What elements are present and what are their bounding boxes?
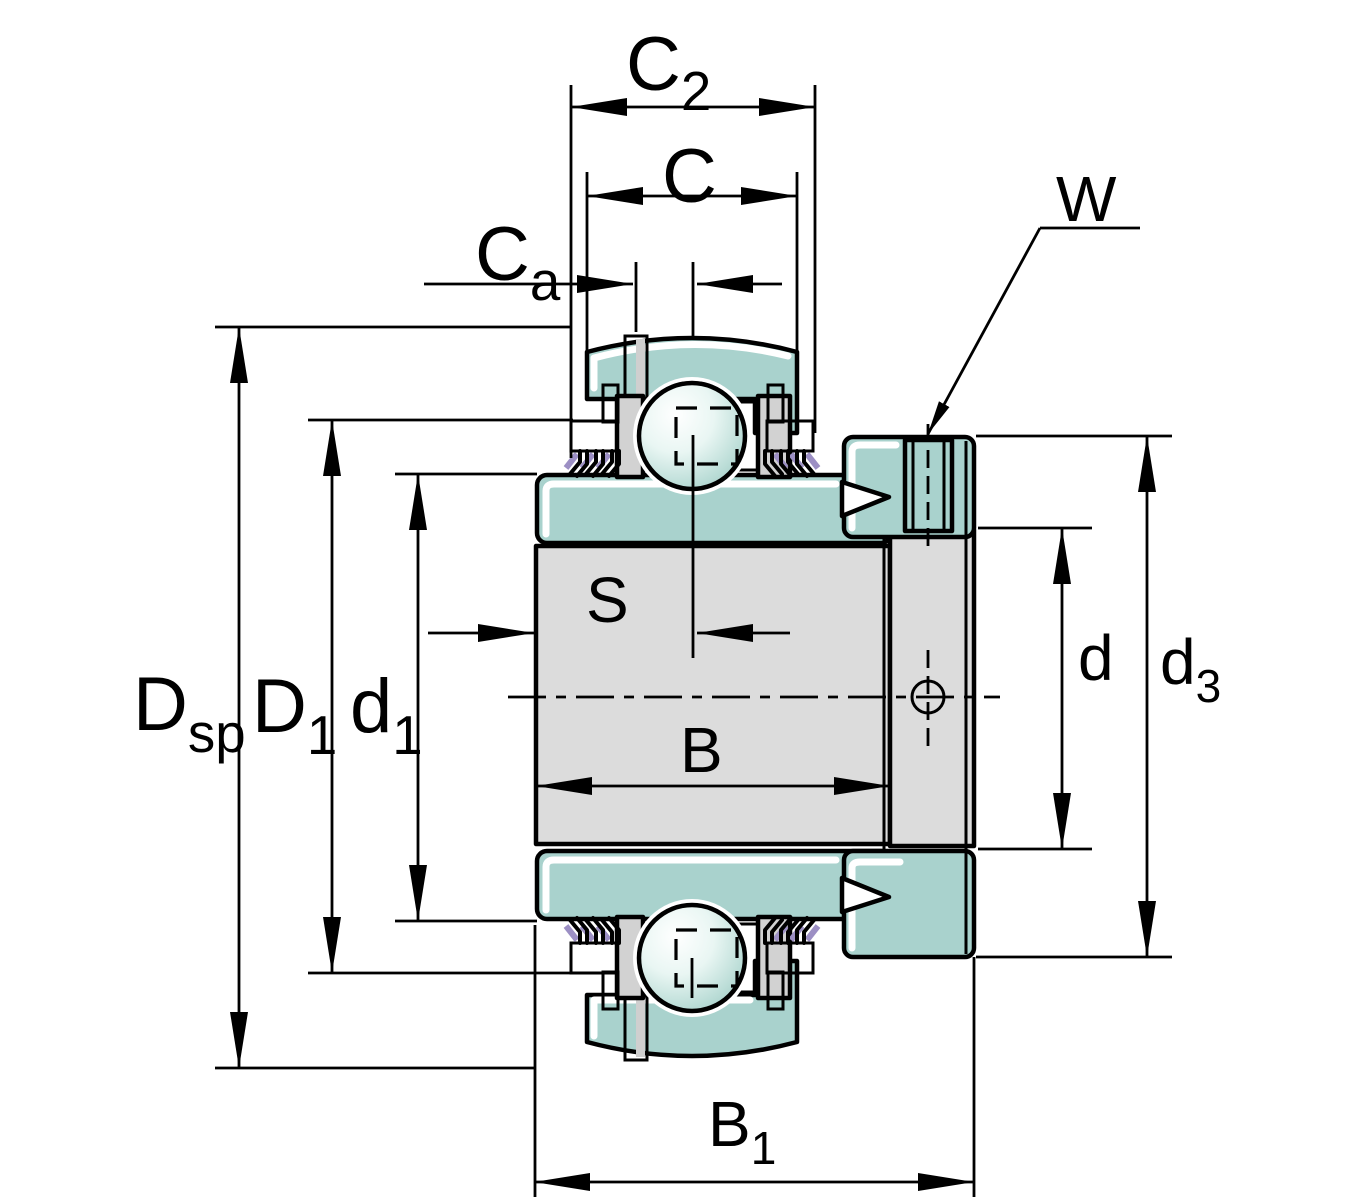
upper-bearing-internals (563, 377, 821, 495)
label-d: d (1078, 622, 1114, 694)
seal-lower-left (563, 916, 621, 975)
label-c: C (662, 134, 717, 219)
seal-upper-left (563, 419, 621, 478)
label-ca: Ca (475, 212, 561, 312)
ball-section-box-bottom (674, 928, 739, 988)
label-w: W (1056, 163, 1117, 235)
label-b: B (680, 714, 723, 786)
extension-lines (215, 85, 1172, 1197)
seal-lower-right (763, 916, 821, 975)
label-d3: d3 (1160, 626, 1221, 712)
locking-collar-top (839, 424, 977, 552)
label-s: S (586, 564, 629, 636)
locking-collar-bottom (839, 848, 977, 960)
ball-section-box-top (674, 406, 739, 466)
collar-notch-top (839, 479, 892, 519)
seal-upper-right (763, 419, 821, 478)
set-screw (902, 424, 955, 552)
label-dsp: Dsp (133, 662, 246, 764)
inner-ring-extension-section (887, 527, 977, 849)
leader-w (926, 226, 1140, 435)
collar-notch-bottom (839, 875, 892, 915)
label-d1-outer: D1 (252, 664, 337, 766)
label-b1: B1 (708, 1088, 776, 1174)
label-d1-inner: d1 (350, 664, 423, 766)
label-c2: C2 (626, 22, 711, 122)
